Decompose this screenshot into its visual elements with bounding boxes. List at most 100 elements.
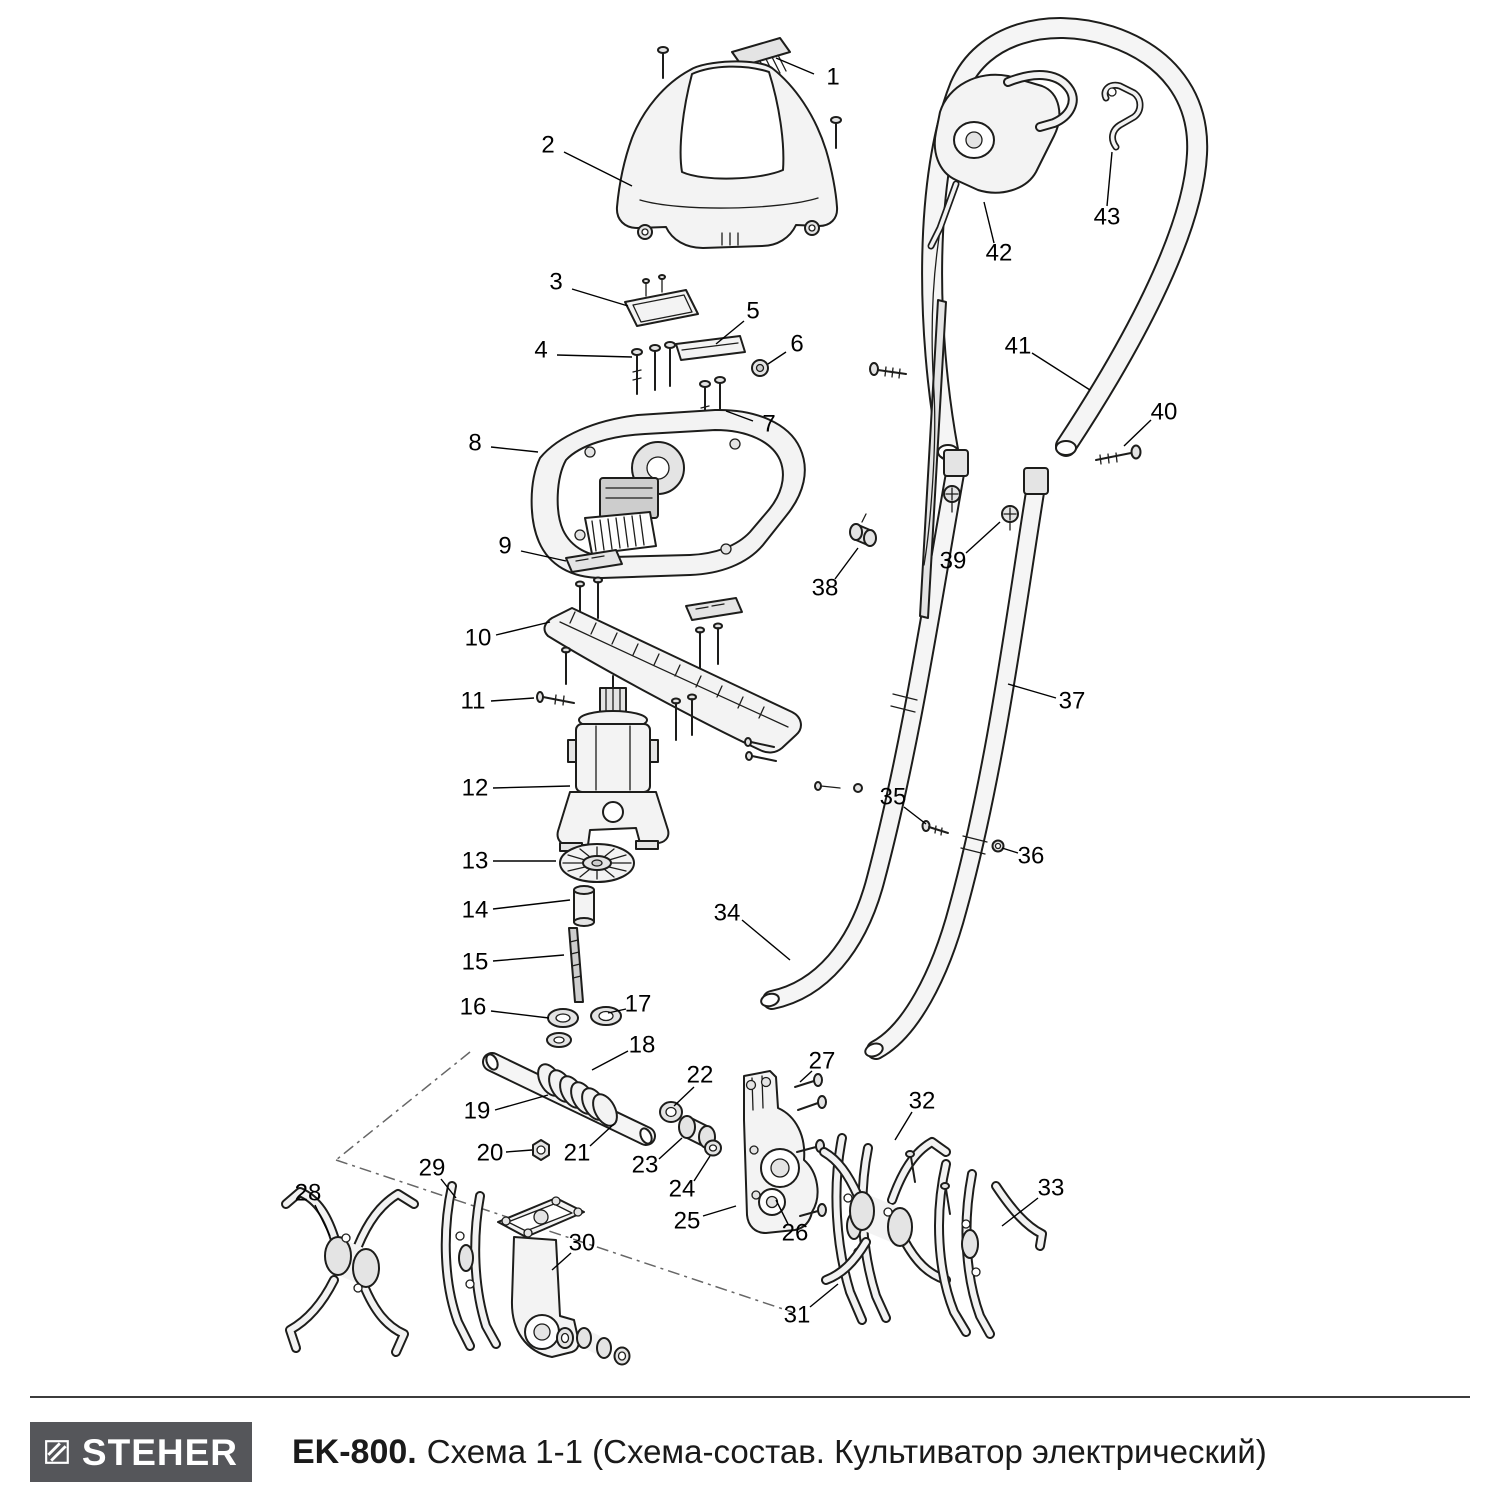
leader-line-38: [834, 547, 859, 580]
part-label-39: 39: [940, 547, 967, 574]
part-label-15: 15: [462, 948, 489, 975]
part-label-24: 24: [669, 1175, 696, 1202]
part-label-21: 21: [564, 1139, 591, 1166]
leader-line-37: [1007, 683, 1057, 699]
cable-strip: [919, 299, 947, 619]
part-label-42: 42: [986, 239, 1013, 266]
part-label-18: 18: [629, 1031, 656, 1058]
part-43-cable-hook: [1101, 81, 1144, 151]
leader-line-7: [725, 410, 754, 422]
leader-line-20: [505, 1149, 533, 1153]
housing-screws: [561, 646, 777, 762]
part-40-bolt: [1095, 444, 1142, 465]
part-label-23: 23: [632, 1151, 659, 1178]
leader-line-14: [492, 899, 571, 910]
leader-line-1: [775, 57, 815, 75]
part-9-clamp-plates: [565, 549, 743, 669]
leader-line-17: [607, 1008, 627, 1014]
part-label-25: 25: [674, 1207, 701, 1234]
part-17-bearing: [590, 1006, 622, 1026]
leader-line-12: [492, 785, 571, 789]
part-38-cable-clip: [849, 513, 877, 547]
part-label-16: 16: [460, 993, 487, 1020]
leader-line-23: [658, 1137, 683, 1160]
part-label-2: 2: [541, 131, 554, 158]
leader-line-19: [494, 1094, 549, 1111]
leader-line-22: [673, 1086, 695, 1107]
part-label-11: 11: [461, 687, 486, 714]
part-label-38: 38: [812, 574, 839, 601]
part-39-clamp-knobs: [943, 485, 1019, 531]
brand-name: STEHER: [81, 1431, 238, 1473]
part-2-motor-cover: [615, 60, 839, 249]
part-label-10: 10: [465, 624, 492, 651]
part-27-bolts: [794, 1073, 827, 1217]
schema-title: Схема 1-1 (Схема-состав. Культиватор эле…: [426, 1433, 1267, 1470]
part-25-gearbox-plate: [743, 1070, 819, 1234]
leader-line-33: [1001, 1197, 1039, 1227]
part-label-26: 26: [782, 1219, 809, 1246]
leader-line-43: [1106, 151, 1113, 207]
part-14-bushing: [573, 885, 595, 927]
leader-line-42: [983, 201, 995, 244]
leader-line-10: [495, 621, 551, 636]
model-number: EK-800.: [292, 1433, 417, 1471]
part-label-31: 31: [784, 1301, 811, 1328]
part-label-34: 34: [714, 899, 741, 926]
leader-line-11: [490, 697, 535, 702]
leader-line-28: [314, 1204, 331, 1237]
part-label-40: 40: [1151, 398, 1178, 425]
leader-line-32: [894, 1111, 913, 1141]
part-16-bearing-rings: [546, 1008, 579, 1048]
part-label-32: 32: [909, 1087, 936, 1114]
part-5-plate: [675, 335, 746, 361]
leader-line-9: [520, 550, 567, 562]
part-24-washer: [704, 1139, 722, 1157]
part-label-35: 35: [880, 783, 907, 810]
part-label-28: 28: [295, 1179, 322, 1206]
part-label-29: 29: [419, 1154, 446, 1181]
cover-screw-right: [830, 116, 842, 149]
part-label-3: 3: [549, 268, 562, 295]
exploded-diagram: 1234567891011121314151617181920212223242…: [281, 17, 1209, 1366]
leader-line-41: [1031, 352, 1091, 391]
leader-line-6: [767, 351, 787, 365]
part-label-6: 6: [790, 330, 803, 357]
leader-line-39: [965, 521, 1001, 554]
part-label-4: 4: [534, 336, 547, 363]
part-29-tine-edge: [440, 1181, 501, 1351]
leader-line-5: [715, 320, 745, 345]
part-37-lower-handle-right-tube: [864, 467, 1049, 1060]
part-label-8: 8: [468, 429, 481, 456]
leader-line-21: [589, 1123, 615, 1147]
leader-line-24: [693, 1155, 711, 1182]
part-label-36: 36: [1018, 842, 1045, 869]
part-32-tine-assembly: [819, 1137, 951, 1285]
part-label-19: 19: [464, 1097, 491, 1124]
part-4-screws: [631, 341, 676, 395]
part-label-27: 27: [809, 1047, 836, 1074]
part-33-tine-assembly-right: [934, 1159, 1047, 1339]
part-34-lower-handle-left-tube: [760, 449, 969, 1010]
part-11-screw: [536, 691, 575, 706]
part-label-5: 5: [746, 297, 759, 324]
part-28-tine-assembly-left: [281, 1187, 419, 1357]
leader-line-34: [741, 919, 791, 961]
leader-line-36: [1001, 847, 1019, 854]
part-label-1: 1: [826, 63, 839, 90]
footer-divider: [30, 1396, 1470, 1398]
part-label-13: 13: [462, 847, 489, 874]
leader-line-35: [903, 806, 927, 825]
part-label-20: 20: [477, 1139, 504, 1166]
part-label-22: 22: [687, 1061, 714, 1088]
part-6-grommet: [751, 359, 769, 377]
part-label-30: 30: [569, 1229, 596, 1256]
leader-line-15: [492, 954, 565, 962]
leader-line-2: [563, 151, 633, 187]
part-42-switch-assembly: [919, 70, 1078, 619]
part-label-9: 9: [498, 532, 511, 559]
leader-line-4: [556, 354, 633, 358]
leader-line-31: [809, 1283, 839, 1308]
part-20-nut: [532, 1139, 550, 1161]
